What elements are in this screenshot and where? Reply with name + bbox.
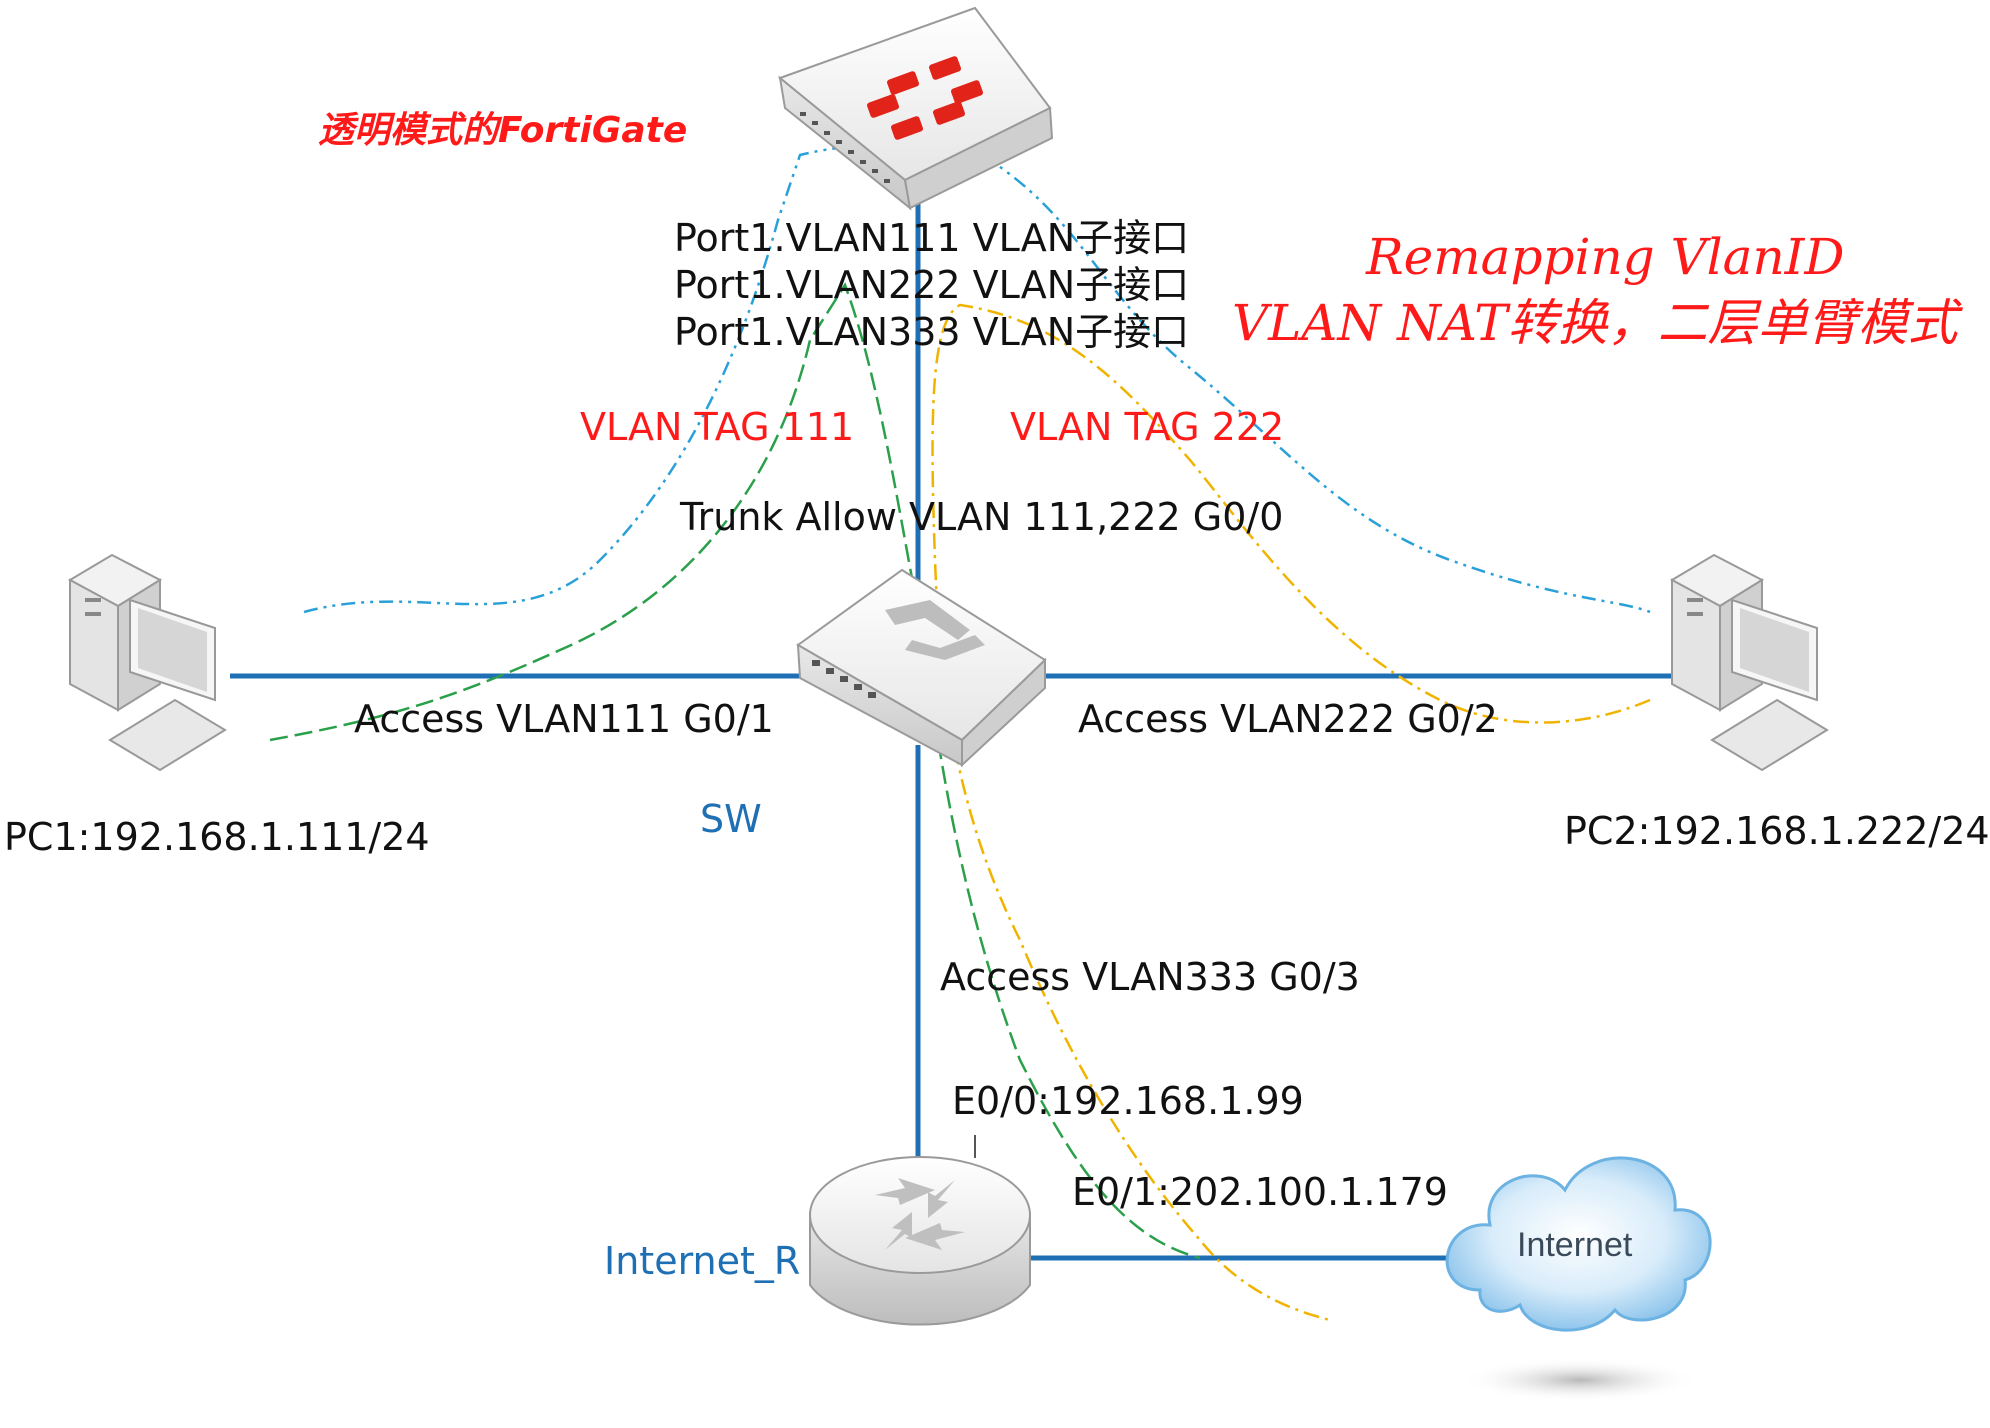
switch-ports	[812, 660, 876, 698]
sub-interface-label-1: Port1.VLAN111 VLAN子接口	[674, 216, 1190, 260]
switch-device[interactable]	[796, 568, 1047, 768]
fortinet-logo-icon	[867, 56, 983, 140]
access-g03-label: Access VLAN333 G0/3	[940, 955, 1360, 999]
router-device[interactable]	[809, 1135, 1031, 1326]
internet-cloud[interactable]	[1445, 1156, 1712, 1402]
fortigate-device[interactable]	[777, 6, 1054, 211]
router-e00-label: E0/0:192.168.1.99	[952, 1079, 1304, 1123]
flow-path-orange	[931, 303, 1651, 1322]
remapping-subtitle: VLAN NAT转换，二层单臂模式	[1232, 294, 1958, 352]
sub-interface-label-3: Port1.VLAN333 VLAN子接口	[674, 310, 1190, 354]
flow-path-blue	[303, 143, 1651, 614]
switch-name-label: SW	[700, 797, 762, 841]
pc2-computer[interactable]	[1669, 553, 1829, 772]
switch-arrows-icon	[885, 600, 985, 660]
router-e01-label: E0/1:202.100.1.179	[1072, 1170, 1448, 1214]
access-g02-label: Access VLAN222 G0/2	[1078, 697, 1498, 741]
pc1-computer[interactable]	[67, 553, 227, 772]
pc2-address-label: PC2:192.168.1.222/24	[1564, 809, 1990, 853]
router-name-label: Internet_R	[604, 1239, 801, 1283]
vlan-tag-111-label: VLAN TAG 111	[580, 405, 855, 449]
flow-path-green	[269, 282, 1201, 1260]
physical-links	[230, 185, 1672, 1261]
router-arrows-icon	[875, 1178, 965, 1250]
access-g01-label: Access VLAN111 G0/1	[354, 697, 774, 741]
vlan-tag-222-label: VLAN TAG 222	[1010, 405, 1285, 449]
trunk-port-label: Trunk Allow VLAN 111,222 G0/0	[680, 495, 1284, 539]
pc1-address-label: PC1:192.168.1.111/24	[4, 815, 430, 859]
sub-interface-label-2: Port1.VLAN222 VLAN子接口	[674, 263, 1190, 307]
fortigate-ports	[800, 112, 890, 183]
remapping-title: Remapping VlanID	[1366, 228, 1845, 286]
internet-cloud-label: Internet	[1517, 1226, 1633, 1264]
fortigate-title-label: 透明模式的FortiGate	[318, 110, 688, 151]
